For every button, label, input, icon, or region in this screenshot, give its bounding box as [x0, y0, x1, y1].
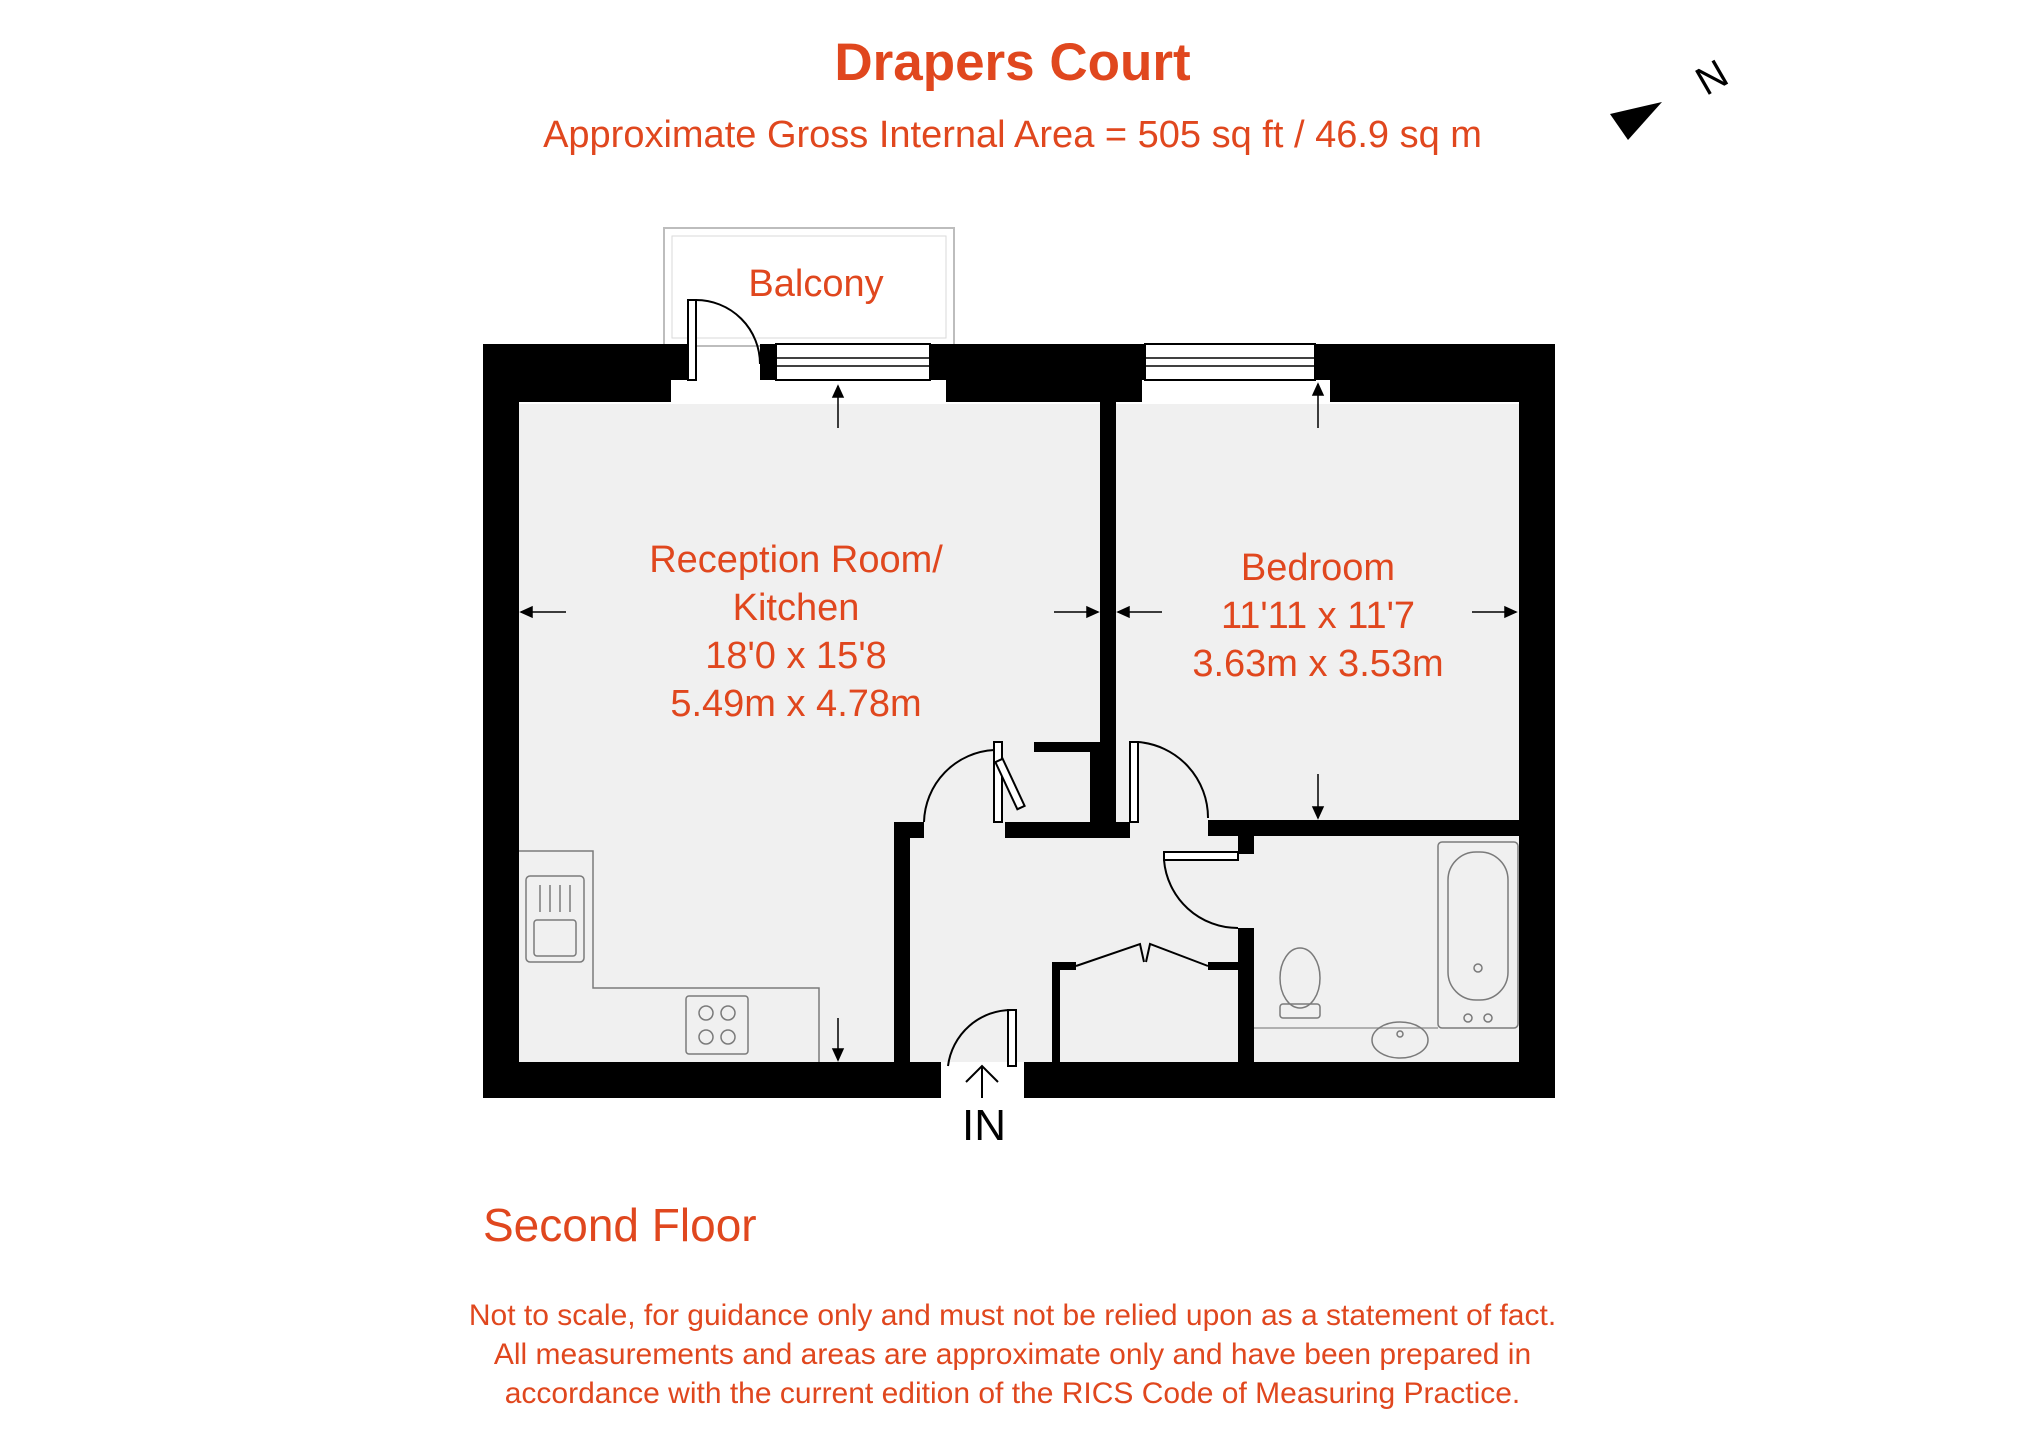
door-bathroom	[1163, 851, 1239, 930]
toilet-icon	[1279, 1003, 1321, 1019]
disclaimer-line-3: accordance with the current edition of t…	[504, 1377, 1521, 1410]
north-arrow-icon: N	[1610, 52, 1736, 140]
reception-size-imperial: 18'0 x 15'8	[705, 635, 886, 677]
entrance-label: IN	[962, 1101, 1006, 1150]
gross-area: Approximate Gross Internal Area = 505 sq…	[543, 114, 1482, 156]
door-wardrobe	[1075, 942, 1209, 967]
room-label-kitchen: Kitchen	[733, 587, 860, 629]
window-bedroom	[1144, 343, 1316, 381]
entrance-door	[941, 1008, 1024, 1098]
kitchen-worktop	[519, 850, 820, 1062]
room-label-balcony: Balcony	[748, 263, 883, 305]
window-reception	[775, 343, 931, 381]
door-reception	[923, 741, 1003, 823]
bedroom-size-imperial: 11'11 x 11'7	[1221, 595, 1415, 637]
internal-walls	[894, 402, 1555, 1062]
plan-title: Drapers Court	[834, 33, 1191, 92]
bedroom-size-metric: 3.63m x 3.53m	[1192, 643, 1443, 685]
dimension-markers	[519, 382, 1518, 1062]
balcony-door	[687, 299, 761, 381]
room-label-reception: Reception Room/	[649, 539, 943, 581]
basin-icon	[1371, 1021, 1429, 1059]
door-bedroom	[1129, 741, 1210, 823]
room-label-bedroom: Bedroom	[1241, 547, 1395, 589]
hob-icon	[685, 995, 749, 1055]
outer-walls	[483, 344, 1555, 1098]
disclaimer-line-1: Not to scale, for guidance only and must…	[468, 1299, 1557, 1332]
disclaimer-line-2: All measurements and areas are approxima…	[493, 1338, 1532, 1371]
bathroom-fittings	[1254, 841, 1519, 1059]
sink-icon	[525, 875, 585, 963]
bath-icon	[1437, 841, 1519, 1029]
reception-size-metric: 5.49m x 4.78m	[670, 683, 921, 725]
floor-area	[518, 404, 1520, 1064]
floor-label: Second Floor	[483, 1199, 757, 1251]
door-cupboard	[994, 757, 1026, 811]
compass-label: N	[1689, 52, 1736, 105]
